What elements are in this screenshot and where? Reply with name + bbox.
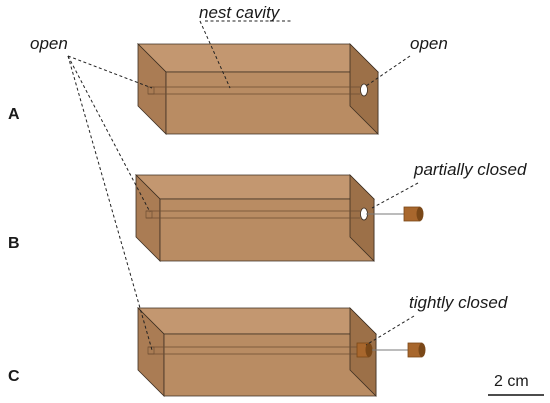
row-letter-b: B: [8, 235, 20, 252]
open-leader-a: [67, 55, 153, 89]
block-a-top-face: [137, 43, 379, 73]
open-leader-b: [67, 55, 151, 213]
open-label-right: open: [410, 34, 448, 53]
nest-cavity-label: nest cavity: [199, 3, 280, 22]
block-c-front-face: [163, 333, 377, 397]
tightly-closed-label: tightly closed: [409, 293, 508, 312]
block-c-top-face: [137, 307, 377, 335]
block-c-spare-cork-end: [418, 343, 426, 357]
scale-bar-label: 2 cm: [494, 373, 529, 390]
block-b-top-face: [135, 174, 375, 200]
open-right-leader: [365, 55, 411, 87]
row-letter-a: A: [8, 106, 20, 123]
tightly-closed-leader: [365, 315, 415, 346]
block-b-cavity-entrance: [145, 210, 153, 219]
nest-cavity-leader: [199, 20, 231, 89]
block-b-front-face: [159, 198, 375, 262]
partially-closed-label: partially closed: [414, 160, 527, 179]
block-a-front-face: [165, 71, 379, 135]
block-a-entrance-hole: [360, 83, 368, 97]
block-c-cork-plug-end: [365, 343, 373, 357]
block-a-cavity-entrance: [147, 86, 155, 95]
open-label-left: open: [30, 34, 68, 53]
block-b-cork-end: [416, 207, 424, 221]
partially-closed-leader: [371, 182, 419, 209]
row-letter-c: C: [8, 368, 20, 385]
open-leader-c: [67, 55, 153, 351]
